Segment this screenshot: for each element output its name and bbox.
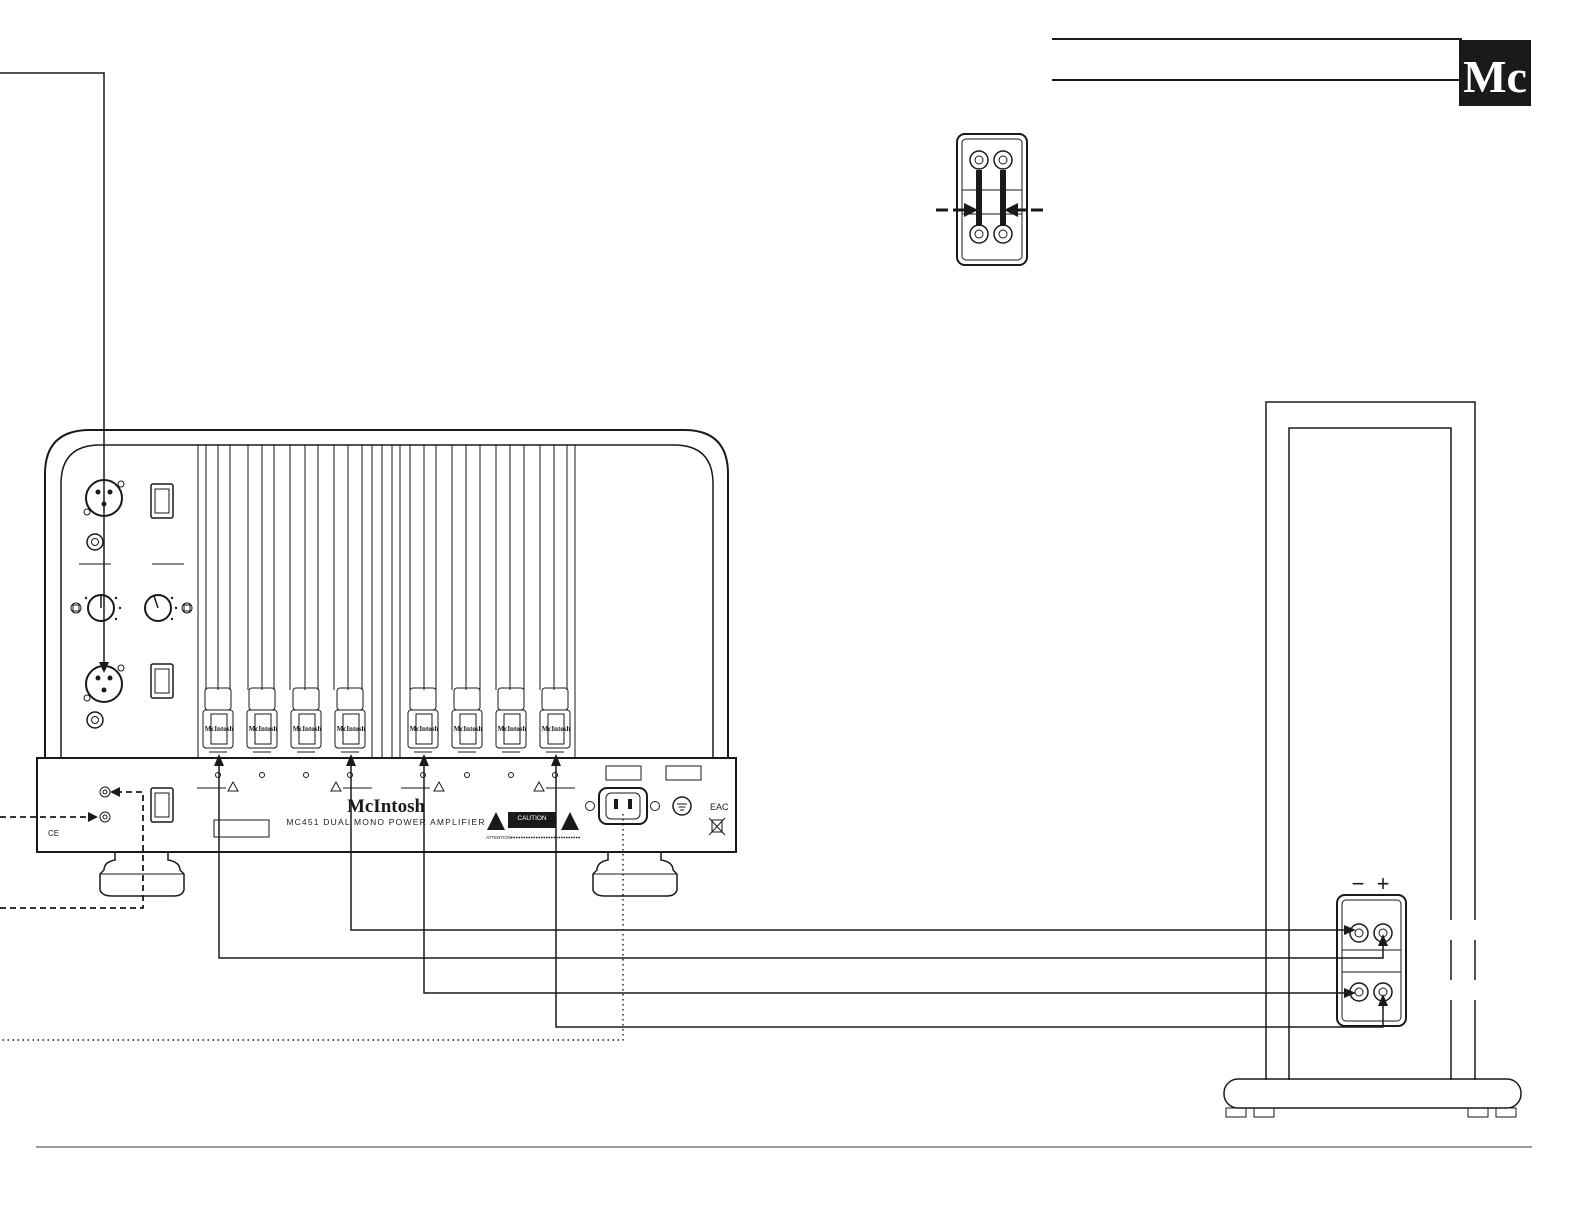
speaker-foot [1254,1108,1274,1117]
jumper-terminal [970,225,988,243]
jumper-terminal [970,151,988,169]
jumper-bar-left [976,170,982,226]
warning-triangle-icon [434,782,444,791]
speaker-cables [214,754,1388,1027]
power-control-cables [0,787,143,908]
terminal-brand-text: McIntosh [454,725,483,733]
ground-terminal-icon [673,797,691,815]
output-terminal: McIntosh [335,688,365,752]
speaker-terminal-minus-upper [1350,924,1368,942]
speaker-cable [351,765,1346,930]
output-terminal: McIntosh [291,688,321,752]
amplifier-model-line: MC451 DUAL MONO POWER AMPLIFIER [286,817,485,827]
polarity-plus-label: + [1377,871,1390,896]
speaker-terminal-plate [1337,895,1406,1026]
speaker-foot [1496,1108,1516,1117]
balanced-input-cable [0,73,104,662]
terminal-brand-text: McIntosh [293,725,322,733]
power-control-cable-upper [0,792,143,908]
jumper-terminal [994,151,1012,169]
output-terminal: McIntosh [496,688,526,752]
terminal-brand-text: McIntosh [205,725,234,733]
ac-inlet [586,788,660,824]
jumper-bar-right [1000,170,1006,226]
speaker: − + [1224,402,1521,1117]
attention-text: ATTENTION [486,835,511,840]
level-knob-left [85,595,121,621]
jumper-terminal [994,225,1012,243]
caution-triangle-icon [561,812,579,830]
warning-triangle-icon [228,782,238,791]
ac-power-cord [0,814,623,1040]
speaker-cable [424,765,1346,993]
jumper-detail [936,134,1048,265]
unbalanced-input-lower [87,712,103,728]
caution-triangle-icon [487,812,505,830]
power-control-jacks [100,787,110,822]
output-terminal: McIntosh [203,688,233,752]
mc-logo: Mc [1459,40,1531,106]
caution-block: CAUTION ATTENTION [486,812,580,840]
cert-mark-ce: CE [48,829,59,838]
terminal-brand-text: McIntosh [542,725,571,733]
terminal-brand-text: McIntosh [410,725,439,733]
terminal-brand-text: McIntosh [337,725,366,733]
weee-bin-icon [709,818,725,835]
fuse-label-box [606,766,641,780]
panel-screw [71,603,81,613]
serial-label-box [214,820,269,837]
terminal-brand-text: McIntosh [498,725,527,733]
level-knob-right [145,595,177,621]
unbalanced-input-upper [87,534,103,550]
input-cable [0,73,109,673]
mc-logo-text: Mc [1463,51,1527,102]
input-panel [71,480,192,728]
terminal-brand-text: McIntosh [249,725,278,733]
jumper-arrow-left [964,203,978,217]
output-terminal: McIntosh [247,688,277,752]
caution-label: CAUTION [517,815,547,822]
panel-screw [182,603,192,613]
cert-mark-eac: EAC [710,802,729,812]
speaker-base [1224,1079,1521,1108]
output-terminal: McIntosh [408,688,438,752]
amplifier: McIntosh McIntosh McIntosh McIntosh McIn… [37,430,736,896]
output-terminal: McIntosh [452,688,482,752]
header: Mc [1052,39,1531,106]
output-labels-row [197,773,575,792]
voltage-label-box [666,766,701,780]
output-terminal: McIntosh [540,688,570,752]
speaker-foot [1226,1108,1246,1117]
amplifier-chassis [45,430,728,758]
polarity-minus-label: − [1352,871,1365,896]
heatsink [206,445,575,758]
speaker-foot [1468,1108,1488,1117]
warning-triangle-icon [534,782,544,791]
speaker-cable [219,765,1383,958]
warning-triangle-icon [331,782,341,791]
amplifier-brand: McIntosh [347,796,426,817]
jumper-arrow-right [1004,203,1018,217]
